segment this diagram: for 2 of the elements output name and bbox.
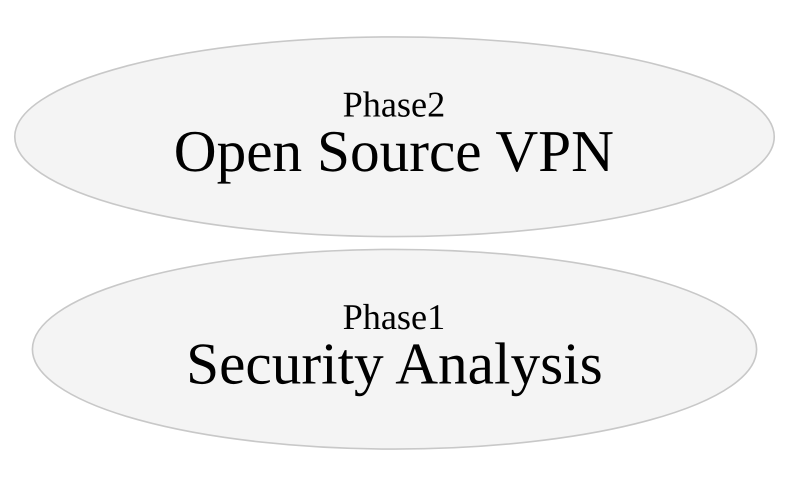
node-ellipse: Phase2 Open Source VPN: [14, 36, 776, 237]
node-ellipse: Phase1 Security Analysis: [32, 248, 758, 450]
